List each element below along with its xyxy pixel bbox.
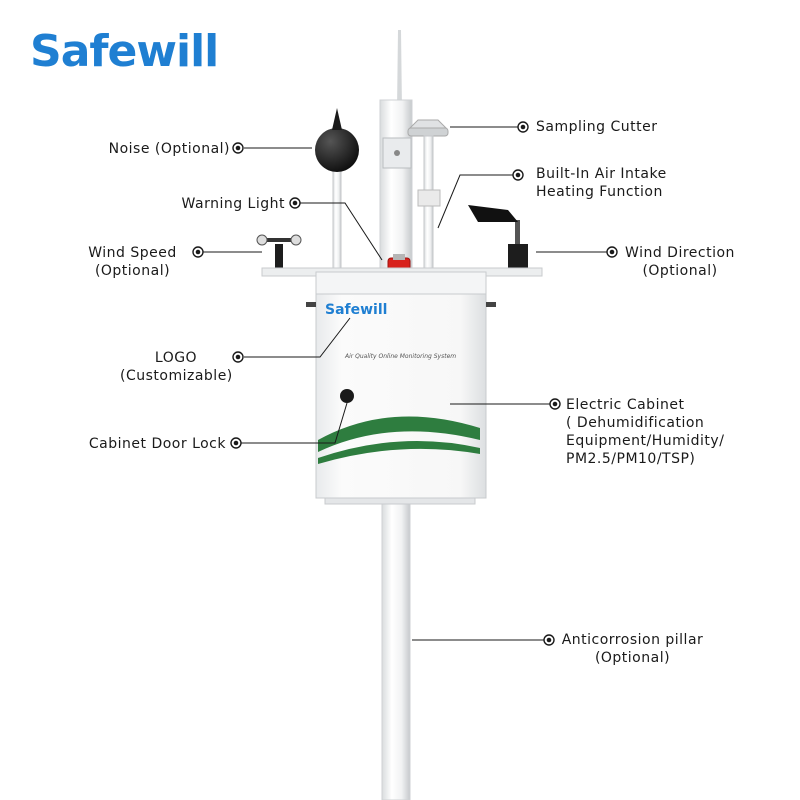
- cabinet-logo: Safewill: [325, 302, 388, 318]
- anemometer-icon: [275, 244, 283, 268]
- label-wind-direction: Wind Direction (Optional): [625, 245, 735, 279]
- brand-logo: Safewill: [30, 26, 219, 77]
- label-electric-cabinet: Electric Cabinet ( Dehumidification Equi…: [566, 397, 725, 467]
- cabinet-top: [315, 271, 487, 295]
- lightning-rod: [397, 30, 402, 110]
- noise-sensor-icon: [315, 128, 359, 172]
- label-air-intake: Built-In Air Intake Heating Function: [536, 166, 667, 200]
- label-wind-speed: Wind Speed (Optional): [88, 245, 177, 279]
- label-pillar: Anticorrosion pillar (Optional): [561, 632, 704, 666]
- anticorrosion-pillar: [381, 494, 411, 800]
- cabinet-subtitle: Air Quality Online Monitoring System: [345, 353, 457, 360]
- sampling-cutter: [407, 127, 449, 137]
- label-sampling-cutter: Sampling Cutter: [536, 119, 658, 135]
- label-logo: LOGO (Customizable): [120, 350, 233, 384]
- label-noise: Noise (Optional): [108, 141, 230, 157]
- lock-icon: [340, 389, 354, 403]
- cabinet-stripe: [318, 416, 480, 452]
- label-warning-light: Warning Light: [181, 196, 285, 212]
- leader-lines: [196, 126, 608, 641]
- label-door-lock: Cabinet Door Lock: [88, 436, 226, 452]
- central-mast: [379, 99, 413, 276]
- wind-vane-icon: [468, 205, 518, 222]
